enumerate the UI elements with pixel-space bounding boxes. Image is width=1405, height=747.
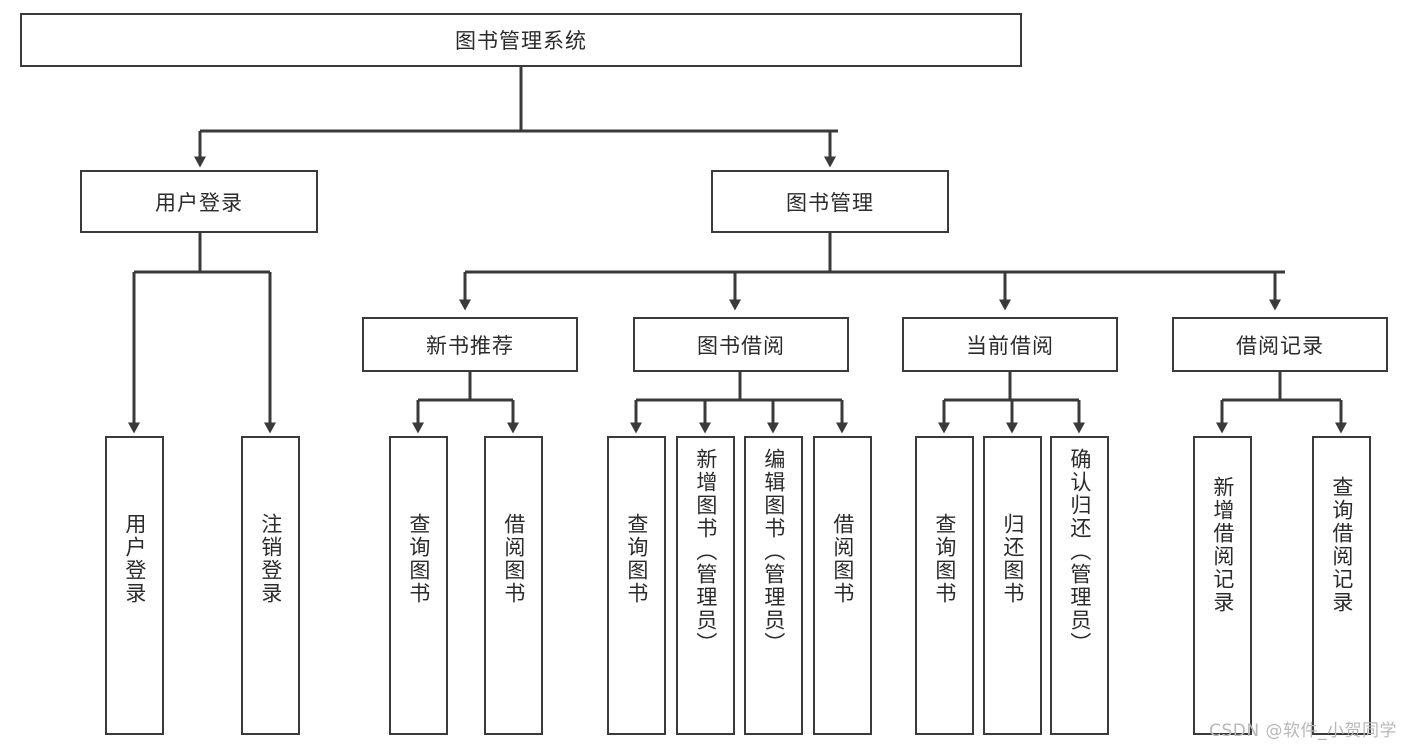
node-root-system-label: 图书管理系统 [455,29,587,53]
node-leaf-user-login[interactable]: 用户登录 [105,436,164,735]
node-leaf-confirm-return-label: 确认归还（管理员） [1067,448,1092,655]
node-leaf-logout-login-label: 注销登录 [258,513,283,605]
node-leaf-borrow-book-2[interactable]: 借阅图书 [813,436,872,735]
node-leaf-add-book-label: 新增图书（管理员） [693,448,718,655]
node-leaf-borrow-book-1[interactable]: 借阅图书 [484,436,543,735]
node-leaf-user-login-label: 用户登录 [122,513,147,605]
node-leaf-return-book-label: 归还图书 [1000,513,1025,605]
node-leaf-add-book[interactable]: 新增图书（管理员） [676,436,735,735]
node-current-borrow[interactable]: 当前借阅 [902,317,1118,372]
node-leaf-add-record[interactable]: 新增借阅记录 [1193,436,1252,735]
node-leaf-logout-login[interactable]: 注销登录 [241,436,300,735]
node-leaf-query-book-3-label: 查询图书 [932,513,957,605]
node-leaf-borrow-book-2-label: 借阅图书 [830,513,855,605]
node-current-borrow-label: 当前借阅 [966,333,1054,358]
node-leaf-query-book-1-label: 查询图书 [406,513,431,605]
node-user-login-label: 用户登录 [155,190,243,215]
node-book-borrow[interactable]: 图书借阅 [633,317,849,372]
node-leaf-borrow-book-1-label: 借阅图书 [501,513,526,605]
node-user-login[interactable]: 用户登录 [80,170,318,233]
node-leaf-return-book[interactable]: 归还图书 [983,436,1042,735]
node-book-management-label: 图书管理 [786,190,874,215]
node-borrow-record-label: 借阅记录 [1236,333,1324,358]
node-book-borrow-label: 图书借阅 [697,333,785,358]
node-borrow-record[interactable]: 借阅记录 [1172,317,1388,372]
node-leaf-query-record[interactable]: 查询借阅记录 [1312,436,1371,735]
node-leaf-query-book-2-label: 查询图书 [624,513,649,605]
node-book-management[interactable]: 图书管理 [711,170,949,233]
node-leaf-query-book-1[interactable]: 查询图书 [389,436,448,735]
node-new-book-recommend[interactable]: 新书推荐 [362,317,578,372]
node-new-book-recommend-label: 新书推荐 [426,333,514,358]
node-leaf-query-book-3[interactable]: 查询图书 [915,436,974,735]
node-leaf-confirm-return[interactable]: 确认归还（管理员） [1050,436,1109,735]
node-leaf-edit-book[interactable]: 编辑图书（管理员） [744,436,803,735]
node-root-system[interactable]: 图书管理系统 [20,13,1022,67]
node-leaf-query-record-label: 查询借阅记录 [1329,476,1354,614]
node-leaf-query-book-2[interactable]: 查询图书 [607,436,666,735]
node-leaf-add-record-label: 新增借阅记录 [1210,476,1235,614]
node-leaf-edit-book-label: 编辑图书（管理员） [761,448,786,655]
